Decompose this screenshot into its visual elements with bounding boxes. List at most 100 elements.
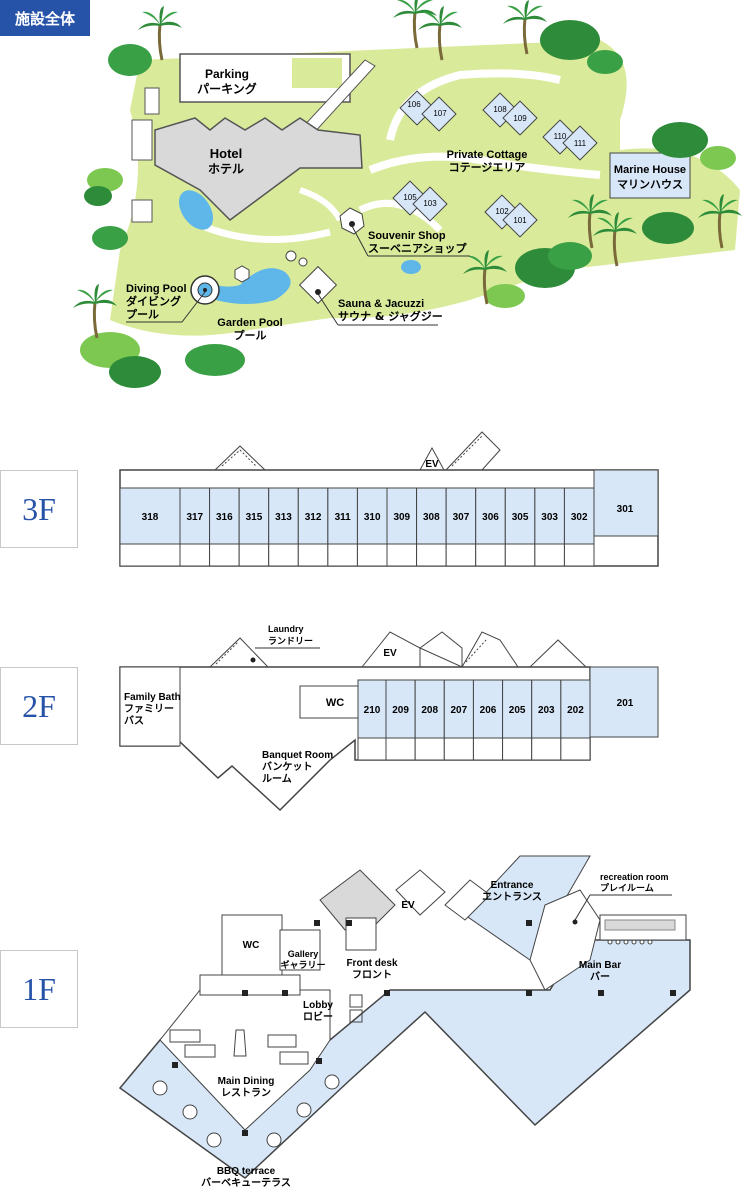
3f-room-313[interactable] (268, 487, 299, 545)
3f-room-312-label: 312 (305, 512, 322, 523)
2f-room-206-label: 206 (480, 705, 497, 716)
2f-room-209-label: 209 (392, 705, 409, 716)
3f-room-307-bath (445, 543, 477, 567)
family-bath-jp2: バス (124, 715, 144, 727)
svg-text:110: 110 (554, 132, 567, 141)
garden-pool-label-jp: プール (234, 328, 267, 342)
2f-room-203-label: 203 (538, 705, 555, 716)
3f-room-308-label: 308 (423, 512, 440, 523)
3f-room-317[interactable] (179, 487, 211, 545)
svg-text:103: 103 (423, 199, 437, 208)
3f-room-309-bath (386, 543, 418, 567)
front-desk-label-jp: フロント (352, 969, 392, 981)
lobby-label: Lobby (303, 1000, 333, 1011)
garden-pool (200, 268, 291, 304)
2f-room-208[interactable] (414, 679, 445, 739)
3f-room-303-label: 303 (541, 512, 558, 523)
sauna-building (298, 265, 338, 305)
2f-room-206[interactable] (472, 679, 504, 739)
3f-room-315[interactable] (238, 487, 270, 545)
cottage-103[interactable]: 103 (412, 186, 448, 222)
gallery-label-jp: ギャラリー (280, 959, 325, 971)
main-dining-label-jp: レストラン (221, 1087, 271, 1099)
parking-label-jp: パーキング (197, 81, 257, 96)
2f-room-210-label: 210 (364, 705, 381, 716)
banquet-label-jp2: ルーム (262, 773, 292, 785)
3f-suite-301[interactable]: 301 (617, 504, 634, 515)
3f-room-316-bath (209, 543, 240, 567)
2f-room-207-label: 207 (451, 705, 468, 716)
diving-label-jp2: プール (126, 307, 159, 321)
recreation-label: recreation room (600, 872, 669, 882)
2f-room-202[interactable] (560, 679, 591, 739)
bbq-label: BBQ terrace (217, 1166, 276, 1177)
entrance-label: Entrance (491, 880, 534, 891)
1f-wc-label: WC (243, 940, 260, 951)
2f-room-209-bath (385, 737, 416, 761)
souvenir-label-jp: スーベニアショップ (368, 241, 468, 255)
floor-3f-label[interactable]: 3F (0, 470, 78, 548)
3f-room-308[interactable] (416, 487, 447, 545)
garden-pool-label: Garden Pool (217, 317, 282, 329)
3f-room-305[interactable] (504, 487, 536, 545)
3f-room-310-label: 310 (364, 512, 381, 523)
3f-room-311-label: 311 (335, 512, 352, 523)
cottage-111[interactable]: 111 (562, 125, 598, 161)
bbq-label-jp: バーベキューテラス (201, 1177, 291, 1189)
2f-room-210[interactable] (357, 679, 387, 739)
3f-room-305-label: 305 (512, 512, 529, 523)
laundry-label-jp: ランドリー (268, 636, 313, 647)
2f-room-205-label: 205 (509, 705, 526, 716)
2f-ev-label: EV (383, 648, 397, 659)
hotel-label: Hotel (210, 146, 243, 161)
svg-text:109: 109 (513, 114, 527, 123)
2f-room-203-bath (531, 737, 562, 761)
cottage-109[interactable]: 109 (502, 100, 538, 136)
entrance-label-jp: エントランス (482, 891, 542, 903)
souvenir-label: Souvenir Shop (368, 230, 446, 242)
2f-room-203[interactable] (531, 679, 562, 739)
banquet-label: Banquet Room (262, 750, 333, 761)
floor-1f-label[interactable]: 1F (0, 950, 78, 1028)
3f-room-302-bath (563, 543, 595, 567)
marine-label: Marine House (614, 164, 686, 176)
lobby-label-jp: ロビー (303, 1010, 333, 1023)
cottage-107[interactable]: 107 (421, 96, 457, 132)
3f-room-307[interactable] (445, 487, 477, 545)
svg-text:106: 106 (407, 100, 421, 109)
cottage-101[interactable]: 101 (502, 202, 538, 238)
parking-label: Parking (205, 67, 249, 81)
marine-label-jp: マリンハウス (617, 178, 683, 191)
3f-room-311-bath (327, 543, 358, 567)
entrance-area[interactable] (464, 855, 591, 961)
3f-room-316[interactable] (209, 487, 240, 545)
3f-room-318-bath (119, 543, 181, 567)
floor-1f-plan: WC EV Gallery ギャラリー Front desk フロント Lobb… (118, 855, 691, 1189)
2f-suite-201[interactable]: 201 (617, 698, 634, 709)
floor-2f-label[interactable]: 2F (0, 667, 78, 745)
3f-room-302-label: 302 (571, 512, 588, 523)
3f-room-318-label: 318 (142, 512, 159, 523)
sauna-label: Sauna & Jacuzzi (338, 298, 424, 310)
family-bath-jp: ファミリー (124, 703, 174, 715)
3f-room-318[interactable] (119, 487, 181, 545)
3f-room-312-bath (297, 543, 329, 567)
3f-room-308-bath (416, 543, 447, 567)
3f-room-317-bath (179, 543, 211, 567)
sauna-label-jp: サウナ & ジャグジー (338, 309, 443, 323)
marine-house[interactable] (609, 152, 691, 199)
gallery-label: Gallery (288, 949, 319, 959)
site-map: 106 107 108 109 110 111 105 103 102 101 (71, 0, 744, 388)
site-overview-tag: 施設全体 (0, 0, 90, 36)
3f-room-315-bath (238, 543, 270, 567)
hotel-building (154, 117, 363, 221)
3f-room-305-bath (504, 543, 536, 567)
svg-text:105: 105 (403, 193, 417, 202)
family-bath-label: Family Bath (124, 692, 181, 703)
svg-text:111: 111 (574, 139, 587, 148)
2f-room-210-bath (357, 737, 387, 761)
2f-room-206-bath (472, 737, 504, 761)
3f-room-307-label: 307 (453, 512, 470, 523)
